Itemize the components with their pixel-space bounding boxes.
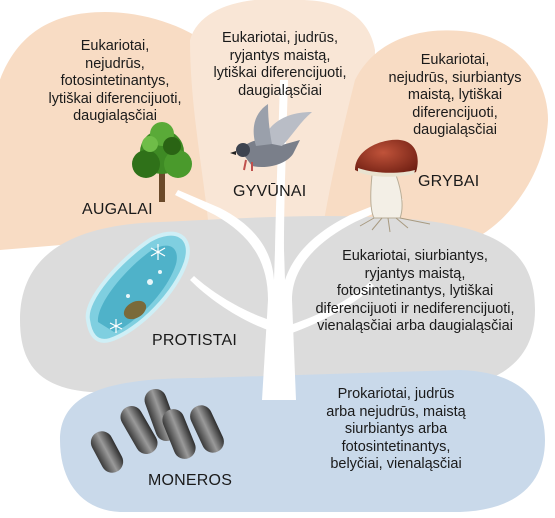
gyvunai-label: GYVŪNAI <box>233 183 307 200</box>
grybai-description: Eukariotai, nejudrūs, siurbiantys maistą… <box>388 52 522 138</box>
tree-trunk <box>175 80 403 400</box>
moneros-label: MONEROS <box>148 472 233 489</box>
tree-icon <box>132 122 192 202</box>
protistai-label: PROTISTAI <box>152 332 238 349</box>
gyvunai-description: Eukariotai, judrūs, ryjantys maistą, lyt… <box>213 30 347 99</box>
augalai-label: AUGALAI <box>82 201 153 218</box>
mushroom-icon <box>355 139 431 233</box>
bacteria-icon <box>90 388 224 473</box>
moneros-description: Prokariotai, judrūs arba nejudrūs, maist… <box>326 386 466 472</box>
protistai-description: Eukariotai, siurbiantys, ryjantys maistą… <box>315 248 515 334</box>
augalai-description: Eukariotai, nejudrūs, fotosintetinantys,… <box>48 38 182 124</box>
augalai-lobe <box>0 12 245 250</box>
moneros-band <box>60 370 545 512</box>
paramecium-icon <box>85 231 190 343</box>
grybai-label: GRYBAI <box>418 173 480 190</box>
pigeon-icon <box>230 104 312 171</box>
